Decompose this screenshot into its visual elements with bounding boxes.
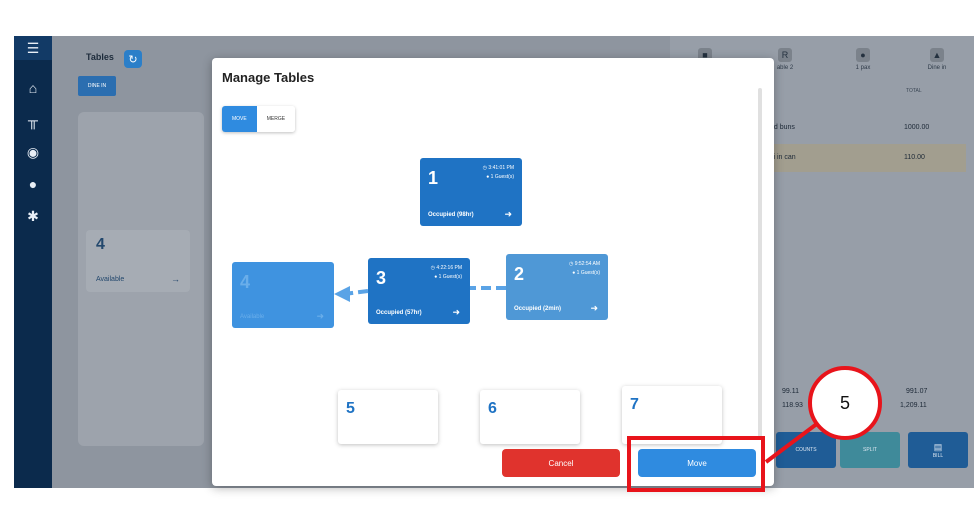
summary-right-1: 991.07 xyxy=(906,388,928,395)
split-label: SPLIT xyxy=(863,447,877,453)
summary-left-1: 99.11 xyxy=(782,388,799,395)
bill-button[interactable]: ▤BILL xyxy=(908,432,968,468)
arrow-right-icon: ➜ xyxy=(504,209,512,219)
discounts-button[interactable]: COUNTS xyxy=(776,432,836,468)
table-icon[interactable]: ╥ xyxy=(28,112,38,128)
arrow-right-icon: ➜ xyxy=(316,311,324,321)
dine-in-icon: ▲ xyxy=(930,48,944,62)
move-direction-arrow xyxy=(334,286,506,302)
clock-icon: ◷ xyxy=(568,261,575,267)
table-status: Occupied (98hr) xyxy=(428,212,474,218)
user-icon: ● xyxy=(434,274,439,280)
table-number: 7 xyxy=(630,396,639,413)
total-header: TOTAL xyxy=(906,88,922,94)
tables-label: Tables xyxy=(86,52,114,62)
order-row[interactable]: si in can 110.00 xyxy=(770,144,966,172)
item-name: si in can xyxy=(770,154,796,161)
table-small-icon: R xyxy=(778,48,792,62)
user-icon: ● xyxy=(486,174,491,180)
arrow-right-icon: ➜ xyxy=(590,303,598,313)
sidebar: ☰ ⌂ ╥ ◉ ● ✱ xyxy=(14,36,52,488)
order-header-dine-in: ▲Dine in xyxy=(927,48,947,71)
table-card-1[interactable]: 1 ◷ 3:41:01 PM● 1 Guest(s) Occupied (98h… xyxy=(420,158,522,226)
dialog-title: Manage Tables xyxy=(222,70,315,85)
receipt-icon: ▤ xyxy=(933,441,943,452)
table-number: 6 xyxy=(488,400,497,417)
user-icon: ● xyxy=(856,48,870,62)
table-number: 5 xyxy=(346,400,355,417)
table-card-3[interactable]: 3 ◷ 4:22:16 PM● 1 Guest(s) Occupied (57h… xyxy=(368,258,470,324)
table-card-5[interactable]: 5 xyxy=(338,390,438,444)
table-status: Occupied (2min) xyxy=(514,306,562,312)
item-total: 110.00 xyxy=(904,154,925,161)
table-status: Occupied (57hr) xyxy=(376,310,422,316)
table-number: 1 xyxy=(428,168,439,188)
table-meta: ◷ 3:41:01 PM● 1 Guest(s) xyxy=(482,165,514,180)
table-number: 2 xyxy=(514,264,525,284)
home-icon[interactable]: ⌂ xyxy=(28,80,38,96)
table-card-4-drop-target[interactable]: 4 Available ➜ xyxy=(232,262,334,328)
manage-tables-dialog: Manage Tables MOVE MERGE 1 ◷ 3:41:01 PM●… xyxy=(212,58,774,486)
move-button[interactable]: Move xyxy=(638,449,756,477)
menu-icon[interactable]: ☰ xyxy=(14,36,52,60)
gear-icon[interactable]: ✱ xyxy=(27,207,39,224)
cancel-button[interactable]: Cancel xyxy=(502,449,620,477)
item-name: ed buns xyxy=(770,124,795,131)
table-number: 3 xyxy=(376,268,387,288)
table-card-2[interactable]: 2 ◷ 9:52:54 AM● 1 Guest(s) Occupied (2mi… xyxy=(506,254,608,320)
tab-merge[interactable]: MERGE xyxy=(256,106,296,132)
clock-icon: ◷ xyxy=(482,165,489,171)
move-button-highlight xyxy=(627,436,765,492)
tab-dine-in[interactable]: DINE IN xyxy=(78,76,116,96)
bill-label: BILL xyxy=(932,452,944,459)
order-header-pax: ●1 pax xyxy=(855,48,871,71)
table-meta: ◷ 4:22:16 PM● 1 Guest(s) xyxy=(430,265,462,280)
summary-left-2: 118.93 xyxy=(782,402,803,409)
bell-icon[interactable]: ◉ xyxy=(26,143,40,160)
summary-right-2: 1,209.11 xyxy=(900,402,927,409)
table-number: 4 xyxy=(240,272,251,292)
item-total: 1000.00 xyxy=(904,124,930,131)
order-row[interactable]: ed buns 1000.00 xyxy=(770,114,966,142)
tab-move[interactable]: MOVE xyxy=(222,106,257,132)
table-card-background[interactable]: 4 Available → xyxy=(86,230,190,292)
mode-toggle: MOVE MERGE xyxy=(222,106,296,132)
step-callout: 5 xyxy=(808,366,882,440)
table-number: 4 xyxy=(96,236,105,253)
clock-icon: ◷ xyxy=(430,265,437,271)
refresh-icon[interactable]: ↻ xyxy=(124,50,142,68)
table-card-6[interactable]: 6 xyxy=(480,390,580,444)
clock-icon[interactable]: ● xyxy=(28,176,38,192)
user-icon: ● xyxy=(572,270,577,276)
table-status: Available xyxy=(96,276,125,283)
table-card-7[interactable]: 7 xyxy=(622,386,722,444)
dialog-scrollbar[interactable] xyxy=(758,88,762,438)
arrow-right-icon: → xyxy=(171,274,180,284)
table-meta: ◷ 9:52:54 AM● 1 Guest(s) xyxy=(568,261,600,276)
table-status: Available xyxy=(240,314,265,320)
arrow-right-icon: ➜ xyxy=(452,307,460,317)
